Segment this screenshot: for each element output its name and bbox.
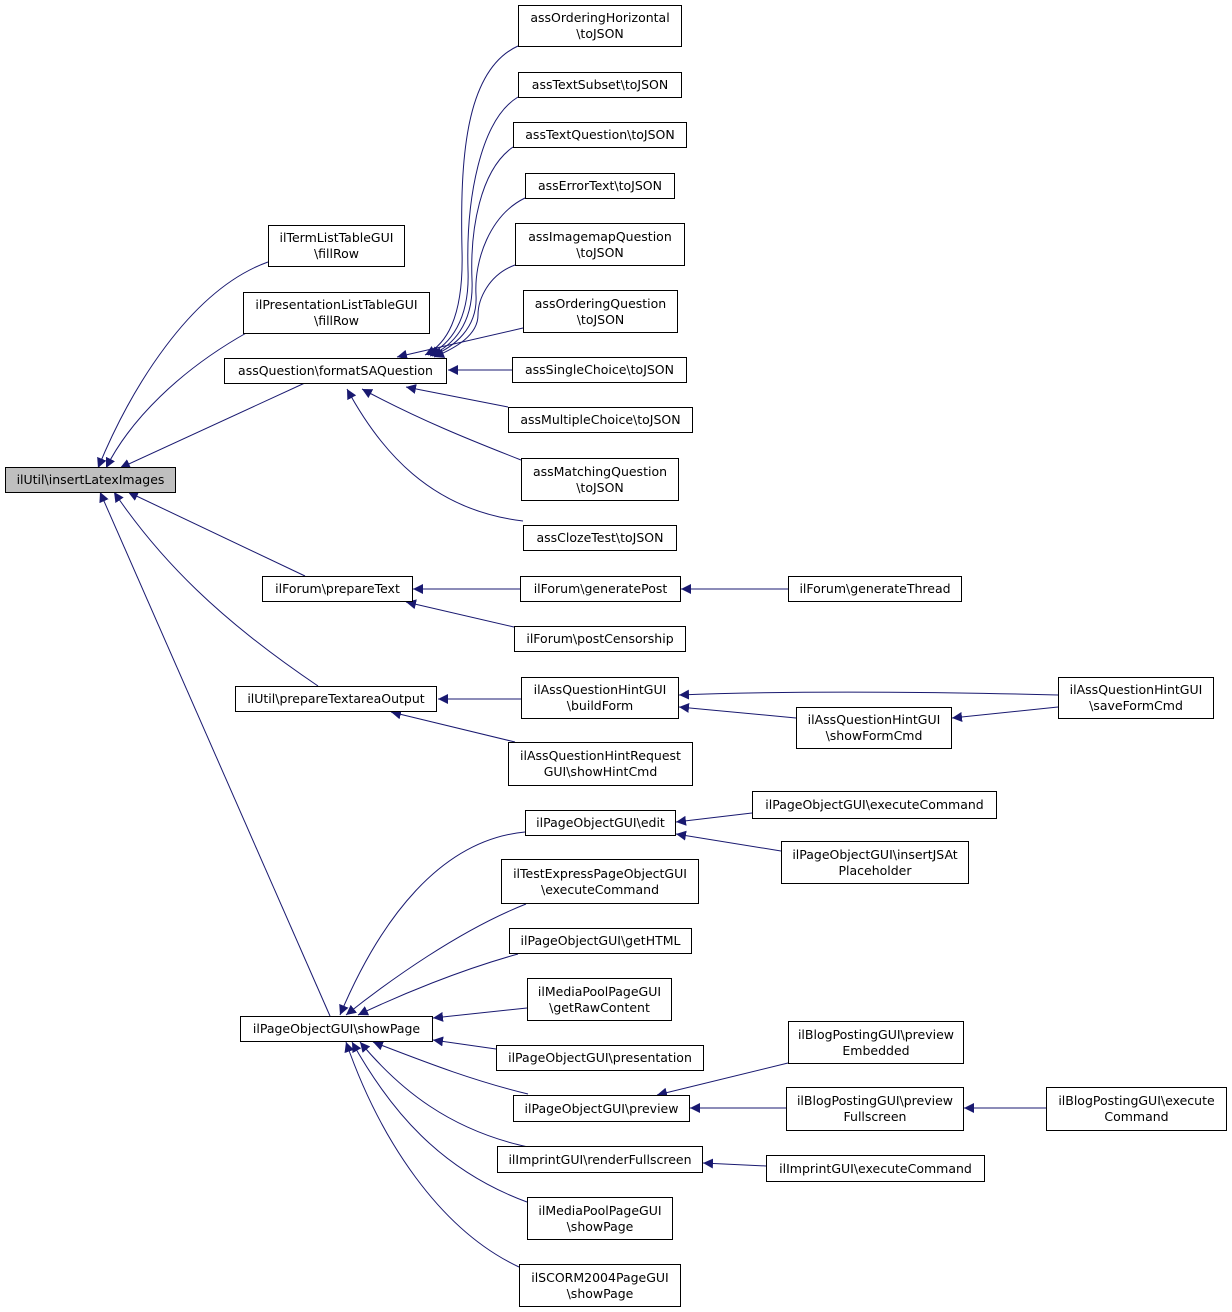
node-multiple-choice-to-json[interactable]: assMultipleChoice\toJSON [508,407,693,433]
node-ordering-horizontal-to-json[interactable]: assOrderingHorizontal \toJSON [518,5,682,47]
edge-execute-to-edit [675,812,753,826]
node-forum-generate-thread[interactable]: ilForum\generateThread [788,576,962,602]
edge-preview-to-showpage [372,1040,529,1095]
edge-formatsa-to-root [119,381,308,469]
edge-hintrequest-to-textarea [390,709,516,743]
node-media-pool-get-raw-content[interactable]: ilMediaPoolPageGUI \getRawContent [527,978,672,1021]
node-matching-question-to-json[interactable]: assMatchingQuestion \toJSON [521,458,679,501]
edge-showpage-to-root [99,491,331,1017]
edge-matching-to-formatsa [361,388,522,461]
node-term-list-table-fill-row[interactable]: ilTermListTableGUI \fillRow [268,225,405,267]
edge-gethtml-to-showpage [357,953,519,1016]
edge-multiplechoice-to-formatsa [405,384,509,408]
edge-edit-to-showpage [339,831,526,1016]
node-forum-post-censorship[interactable]: ilForum\postCensorship [514,626,686,652]
node-single-choice-to-json[interactable]: assSingleChoice\toJSON [512,357,687,383]
node-page-object-preview[interactable]: ilPageObjectGUI\preview [513,1095,690,1122]
node-format-sa-question[interactable]: assQuestion\formatSAQuestion [224,358,447,384]
edge-scorm-to-showpage [344,1041,520,1268]
node-page-object-edit[interactable]: ilPageObjectGUI\edit [525,810,676,836]
edge-presentation-to-root [105,331,249,469]
node-page-object-insert-js-placeholder[interactable]: ilPageObjectGUI\insertJSAt Placeholder [781,841,969,884]
edge-mediaraw-to-showpage [432,1007,528,1022]
edge-saveformcmd-to-showformcmd [951,706,1059,722]
node-insert-latex-images: ilUtil\insertLatexImages [5,467,176,493]
edge-mediashowpage-to-showpage [351,1041,528,1203]
edge-cloze-to-formatsa [346,388,524,522]
node-ordering-question-to-json[interactable]: assOrderingQuestion \toJSON [523,290,678,333]
node-page-object-show-page[interactable]: ilPageObjectGUI\showPage [240,1016,433,1042]
node-page-object-execute-command[interactable]: ilPageObjectGUI\executeCommand [752,791,997,819]
edge-forum-to-root [127,491,306,577]
edge-testexpress-to-showpage [345,903,527,1016]
node-hint-save-form-cmd[interactable]: ilAssQuestionHintGUI \saveFormCmd [1058,677,1214,719]
node-blog-execute-command[interactable]: ilBlogPostingGUI\execute Command [1046,1087,1227,1131]
edge-textarea-to-root [113,491,319,687]
edge-termlist-to-root [97,261,269,469]
node-presentation-list-table-fill-row[interactable]: ilPresentationListTableGUI \fillRow [243,292,430,334]
node-blog-preview-embedded[interactable]: ilBlogPostingGUI\preview Embedded [788,1021,964,1064]
node-scorm2004-show-page[interactable]: ilSCORM2004PageGUI \showPage [519,1264,681,1307]
node-hint-show-form-cmd[interactable]: ilAssQuestionHintGUI \showFormCmd [796,707,952,749]
node-page-object-presentation[interactable]: ilPageObjectGUI\presentation [496,1045,704,1071]
node-page-object-get-html[interactable]: ilPageObjectGUI\getHTML [509,928,692,954]
edge-errortext-to-formatsa [431,197,526,357]
edge-imagemap-to-formatsa [433,264,516,358]
edge-imprintexecute-to-render [702,1158,767,1169]
node-text-question-to-json[interactable]: assTextQuestion\toJSON [513,122,687,148]
edge-textquestion-to-formatsa [429,146,514,357]
node-hint-build-form[interactable]: ilAssQuestionHintGUI \buildForm [521,677,679,719]
edge-insertjs-to-edit [675,830,782,852]
edge-orderinghorizontal-to-formatsa [424,45,519,356]
node-error-text-to-json[interactable]: assErrorText\toJSON [525,173,675,199]
node-imagemap-question-to-json[interactable]: assImagemapQuestion \toJSON [515,223,685,266]
edge-showformcmd-to-buildform [678,702,797,719]
edge-blogembedded-to-preview [656,1062,789,1098]
edge-imprint-to-showpage [359,1041,529,1148]
node-media-pool-show-page[interactable]: ilMediaPoolPageGUI \showPage [527,1197,673,1240]
node-test-express-execute-command[interactable]: ilTestExpressPageObjectGUI \executeComma… [501,859,699,904]
edge-presentation-to-showpage [432,1036,497,1050]
node-text-subset-to-json[interactable]: assTextSubset\toJSON [518,72,682,98]
node-blog-preview-fullscreen[interactable]: ilBlogPostingGUI\preview Fullscreen [786,1087,964,1131]
edge-orderingquestion-to-formatsa [396,327,524,360]
edge-saveformcmd-to-buildform [678,689,1059,700]
node-prepare-textarea-output[interactable]: ilUtil\prepareTextareaOutput [235,686,437,712]
node-forum-generate-post[interactable]: ilForum\generatePost [520,576,681,602]
node-imprint-render-fullscreen[interactable]: ilImprintGUI\renderFullscreen [497,1146,703,1173]
node-cloze-test-to-json[interactable]: assClozeTest\toJSON [523,525,677,551]
edge-postcensorship-to-preparetext [405,599,515,628]
edge-textsubset-to-formatsa [427,96,519,356]
node-hint-request-show-hint-cmd[interactable]: ilAssQuestionHintRequest GUI\showHintCmd [508,742,693,786]
node-imprint-execute-command[interactable]: ilImprintGUI\executeCommand [766,1155,985,1182]
node-forum-prepare-text[interactable]: ilForum\prepareText [262,576,413,602]
